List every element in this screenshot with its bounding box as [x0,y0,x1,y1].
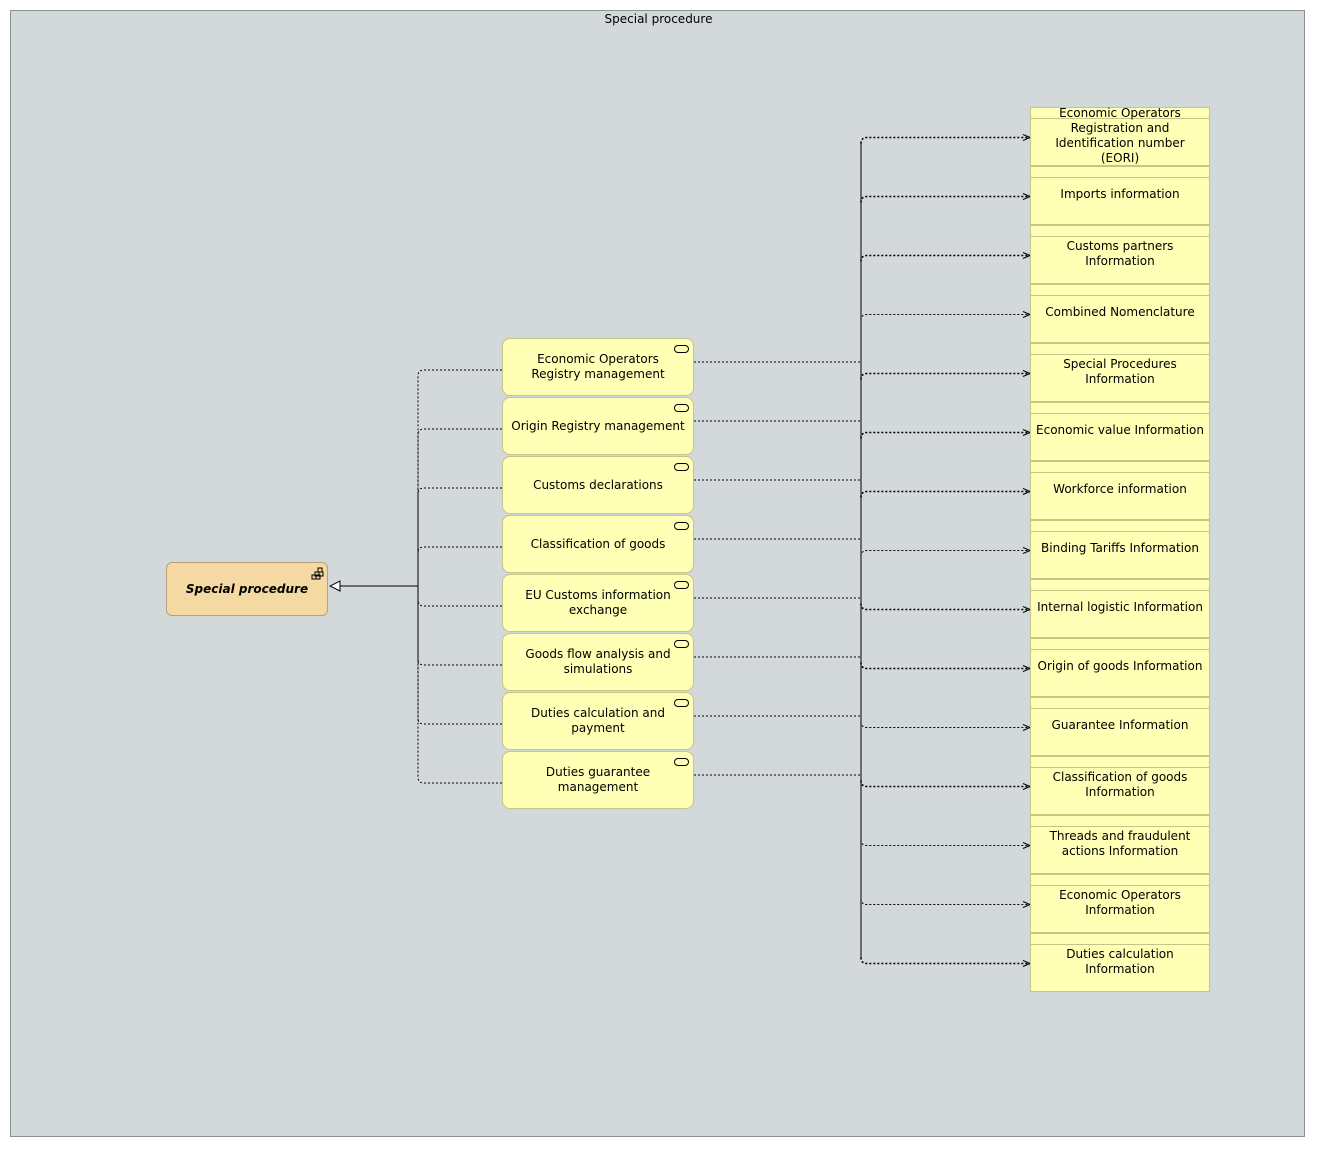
service-label: Goods flow analysis and simulations [525,647,671,676]
data-object-label: Economic value Information [1036,423,1204,437]
service-duties-calculation-and-payment[interactable]: Duties calculation and payment [502,692,694,750]
access-link-object [860,721,1030,728]
data-object-internal-logistic-information[interactable]: Internal logistic Information [1030,579,1210,638]
access-link-object [860,957,1030,964]
application-collaboration-icon [311,567,324,580]
specialization-link [417,546,502,586]
data-object-label: Economic Operators Information [1059,887,1181,917]
service-icon [674,345,689,353]
data-object-guarantee-information[interactable]: Guarantee Information [1030,697,1210,756]
data-object-label: Classification of goods Information [1052,769,1188,799]
service-duties-guarantee-management[interactable]: Duties guarantee management [502,751,694,809]
service-label: Classification of goods [530,536,666,551]
access-links [694,138,1030,964]
data-object-workforce-information[interactable]: Workforce information [1030,461,1210,520]
specialization-link [417,369,502,586]
access-link-object [860,138,1030,144]
specialization-link [417,487,502,586]
data-object-threads-and-fraudulent-actions-information[interactable]: Threads and fraudulent actions Informati… [1030,815,1210,874]
access-link-object [860,315,1030,321]
specialization-link [417,586,502,607]
service-classification-of-goods[interactable]: Classification of goods [502,515,694,573]
access-link-object [860,256,1030,262]
specialization-links [330,369,502,784]
specialization-link [417,586,502,725]
access-link-object [860,492,1030,498]
data-object-classification-of-goods-information[interactable]: Classification of goods Information [1030,756,1210,815]
data-object-duties-calculation-information[interactable]: Duties calculation Information [1030,933,1210,992]
service-icon [674,404,689,412]
access-link-object [860,898,1030,905]
data-object-label: Guarantee Information [1051,718,1189,732]
service-label: Customs declarations [533,477,663,492]
data-object-special-procedures-information[interactable]: Special Procedures Information [1030,343,1210,402]
access-link-object [860,197,1030,203]
access-link-object [860,433,1030,439]
service-label: Duties guarantee management [545,765,651,794]
service-economic-operators-registry-management[interactable]: Economic Operators Registry management [502,338,694,396]
data-object-label: Customs partners Information [1066,238,1174,268]
service-origin-registry-management[interactable]: Origin Registry management [502,397,694,455]
group-title: Special procedure [604,12,713,26]
data-object-label: Duties calculation Information [1066,946,1174,976]
data-object-label: Special Procedures Information [1063,356,1177,386]
service-icon [674,640,689,648]
access-link-object [860,374,1030,380]
data-object-origin-of-goods-information[interactable]: Origin of goods Information [1030,638,1210,697]
service-icon [674,581,689,589]
service-label: Economic Operators Registry management [531,352,665,381]
access-link-object [860,603,1030,610]
data-object-economic-operators-registration-and-identification-number-eori[interactable]: Economic Operators Registration and Iden… [1030,105,1210,166]
data-object-label: Workforce information [1053,482,1187,496]
special-procedure-node[interactable]: Special procedure [166,562,328,616]
access-link-object [860,839,1030,846]
data-object-label: Combined Nomenclature [1045,305,1195,319]
data-object-economic-value-information[interactable]: Economic value Information [1030,402,1210,461]
data-object-label: Imports information [1060,187,1180,201]
access-link-object [860,780,1030,787]
access-link-object [860,551,1030,557]
special-procedure-label: Special procedure [185,582,309,596]
data-object-customs-partners-information[interactable]: Customs partners Information [1030,225,1210,284]
specialization-link [417,586,502,666]
data-object-economic-operators-information[interactable]: Economic Operators Information [1030,874,1210,933]
data-object-label: Origin of goods Information [1037,659,1203,673]
service-icon [674,463,689,471]
data-object-label: Economic Operators Registration and Iden… [1055,105,1185,165]
specialization-link [417,586,502,784]
specialization-link [417,428,502,586]
service-icon [674,699,689,707]
data-object-label: Threads and fraudulent actions Informati… [1049,828,1191,858]
data-object-label: Internal logistic Information [1037,600,1203,614]
data-object-combined-nomenclature[interactable]: Combined Nomenclature [1030,284,1210,343]
service-icon [674,522,689,530]
data-object-binding-tariffs-information[interactable]: Binding Tariffs Information [1030,520,1210,579]
service-label: Duties calculation and payment [531,706,665,735]
service-label: Origin Registry management [511,418,685,433]
service-label: EU Customs information exchange [525,588,671,617]
service-goods-flow-analysis-and-simulations[interactable]: Goods flow analysis and simulations [502,633,694,691]
service-icon [674,758,689,766]
access-link-object [860,662,1030,669]
data-object-imports-information[interactable]: Imports information [1030,166,1210,225]
service-eu-customs-information-exchange[interactable]: EU Customs information exchange [502,574,694,632]
data-object-label: Binding Tariffs Information [1041,541,1199,555]
service-customs-declarations[interactable]: Customs declarations [502,456,694,514]
